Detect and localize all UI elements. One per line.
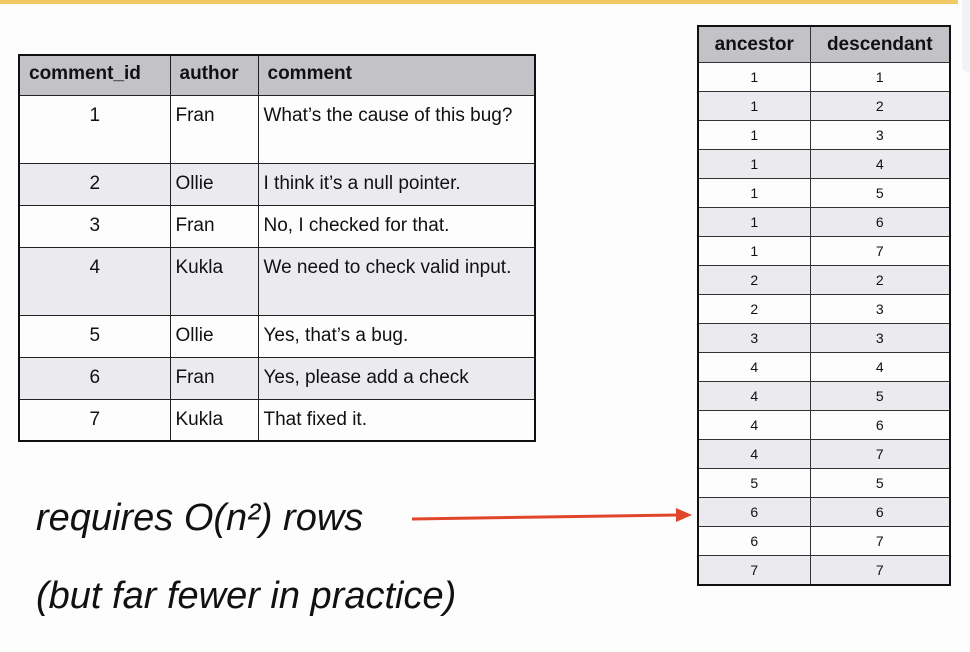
ancestor-cell: 4 <box>697 410 811 440</box>
ancestor-cell: 3 <box>697 323 811 353</box>
comment-cell: No, I checked for that. <box>257 204 536 248</box>
ancestor-cell: 2 <box>697 265 811 295</box>
descendant-cell: 6 <box>809 410 951 440</box>
ancestor-cell: 6 <box>697 526 811 556</box>
ancestor-cell: 1 <box>697 149 811 179</box>
comment-cell: What’s the cause of this bug? <box>257 94 536 164</box>
descendant-cell: 3 <box>809 323 951 353</box>
comment-id-cell: 2 <box>18 162 171 206</box>
comment-cell: That fixed it. <box>257 398 536 442</box>
ancestor-cell: 1 <box>697 178 811 208</box>
comment-id-cell: 4 <box>18 246 171 316</box>
ancestor-cell: 7 <box>697 555 811 586</box>
comment-cell: I think it’s a null pointer. <box>257 162 536 206</box>
descendant-cell: 6 <box>809 207 951 237</box>
ancestor-cell: 4 <box>697 352 811 382</box>
author-cell: Fran <box>169 356 259 400</box>
ancestor-cell: 4 <box>697 439 811 469</box>
comment-id-cell: 1 <box>18 94 171 164</box>
comments-header-row: comment_id author comment <box>18 54 536 96</box>
author-cell: Kukla <box>169 246 259 316</box>
descendant-cell: 2 <box>809 91 951 121</box>
author-cell: Fran <box>169 94 259 164</box>
note-practice: (but far fewer in practice) <box>36 575 457 617</box>
author-cell: Ollie <box>169 162 259 206</box>
descendant-cell: 1 <box>809 62 951 92</box>
descendant-cell: 5 <box>809 468 951 498</box>
ancestor-cell: 4 <box>697 381 811 411</box>
ancestor-cell: 5 <box>697 468 811 498</box>
comment-cell: Yes, please add a check <box>257 356 536 400</box>
descendant-cell: 3 <box>809 120 951 150</box>
ancestor-cell: 2 <box>697 294 811 324</box>
author-cell: Ollie <box>169 314 259 358</box>
descendant-cell: 5 <box>809 178 951 208</box>
descendant-cell: 7 <box>809 439 951 469</box>
arrow-icon <box>411 508 692 522</box>
descendant-cell: 7 <box>809 526 951 556</box>
ancestor-cell: 1 <box>697 91 811 121</box>
descendant-cell: 4 <box>809 352 951 382</box>
descendant-cell: 5 <box>809 381 951 411</box>
ancestor-cell: 1 <box>697 207 811 237</box>
descendant-cell: 6 <box>809 497 951 527</box>
descendant-cell: 7 <box>809 555 951 586</box>
author-cell: Fran <box>169 204 259 248</box>
descendant-cell: 4 <box>809 149 951 179</box>
header-descendant: descendant <box>809 25 951 63</box>
edge-panel <box>962 0 970 72</box>
comment-id-cell: 3 <box>18 204 171 248</box>
descendant-cell: 3 <box>809 294 951 324</box>
ancestor-cell: 6 <box>697 497 811 527</box>
descendant-cell: 2 <box>809 265 951 295</box>
closure-header-row: ancestor descendant <box>697 25 951 63</box>
descendant-cell: 7 <box>809 236 951 266</box>
header-comment-id: comment_id <box>18 54 171 96</box>
ancestor-cell: 1 <box>697 236 811 266</box>
author-cell: Kukla <box>169 398 259 442</box>
header-ancestor: ancestor <box>697 25 811 63</box>
comment-cell: We need to check valid input. <box>257 246 536 316</box>
comment-id-cell: 5 <box>18 314 171 358</box>
ancestor-cell: 1 <box>697 62 811 92</box>
comment-id-cell: 7 <box>18 398 171 442</box>
note-complexity: requires O(n²) rows <box>36 497 364 539</box>
ancestor-cell: 1 <box>697 120 811 150</box>
top-accent-bar <box>0 0 958 4</box>
header-author: author <box>169 54 259 96</box>
header-comment: comment <box>257 54 536 96</box>
comment-id-cell: 6 <box>18 356 171 400</box>
comment-cell: Yes, that’s a bug. <box>257 314 536 358</box>
